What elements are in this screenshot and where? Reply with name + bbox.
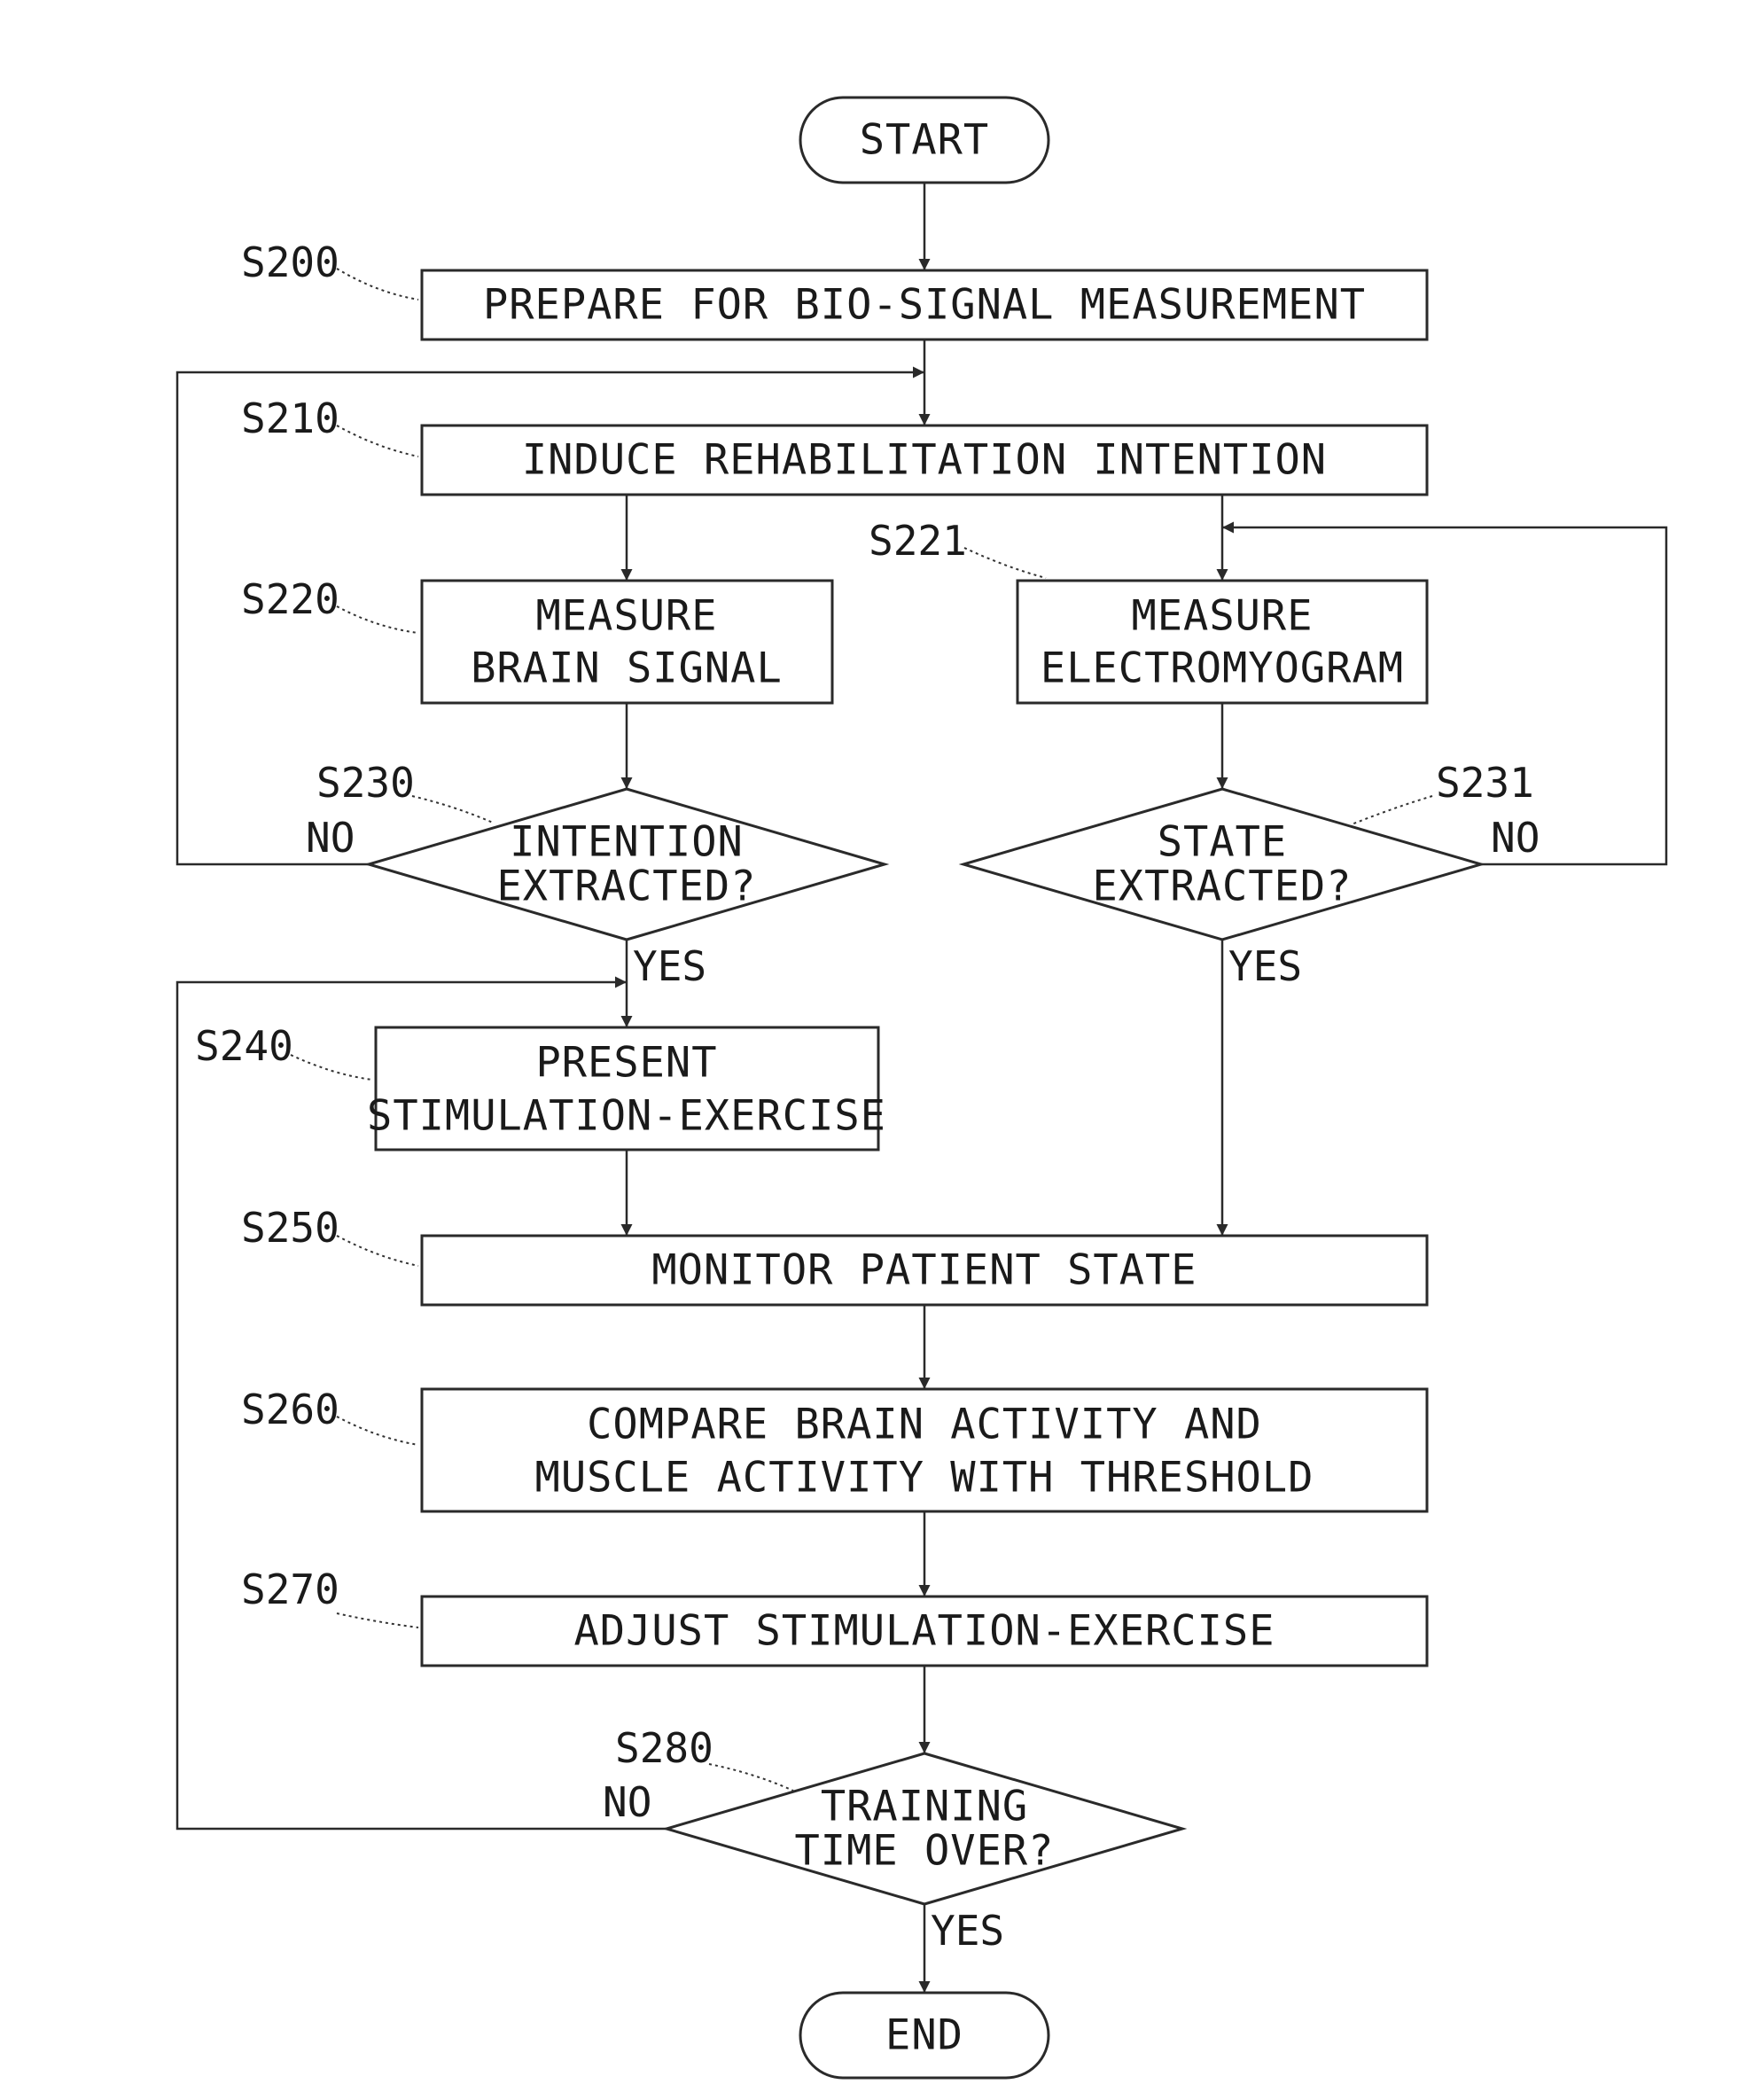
decision-s231-text-line2: EXTRACTED?: [1093, 863, 1353, 911]
step-s240-text-line2: STIMULATION-EXERCISE: [367, 1092, 886, 1141]
branch-s280-yes-label: YES: [931, 1907, 1004, 1955]
step-label-s250: S250: [241, 1204, 339, 1252]
decision-s230-text-line2: EXTRACTED?: [497, 863, 757, 911]
step-s220-text-line2: BRAIN SIGNAL: [471, 644, 783, 693]
branch-s230-no-label: NO: [306, 814, 355, 862]
decision-s231-text-line1: STATE: [1158, 818, 1287, 867]
step-label-s260: S260: [241, 1386, 339, 1433]
step-s270-text: ADJUST STIMULATION-EXERCISE: [573, 1607, 1275, 1656]
branch-s230-yes-label: YES: [633, 942, 706, 990]
step-label-s280: S280: [615, 1724, 713, 1772]
step-label-s200: S200: [241, 238, 339, 286]
step-s260-text-line1: COMPARE BRAIN ACTIVITY AND: [587, 1401, 1262, 1449]
decision-s280-text-line2: TIME OVER?: [795, 1827, 1055, 1876]
step-label-s221: S221: [869, 517, 967, 565]
step-s240-text-line1: PRESENT: [535, 1039, 717, 1088]
step-s250-text: MONITOR PATIENT STATE: [651, 1246, 1197, 1295]
leader-s280: [709, 1764, 793, 1791]
start-terminal-label: START: [860, 116, 989, 165]
leader-s230: [412, 796, 493, 823]
leader-s210: [337, 425, 418, 457]
step-label-s240: S240: [195, 1022, 293, 1070]
decision-s230-text-line1: INTENTION: [510, 818, 744, 867]
leader-s240: [291, 1055, 372, 1080]
step-label-s270: S270: [241, 1565, 339, 1613]
branch-s231-yes-label: YES: [1228, 942, 1302, 990]
step-label-s220: S220: [241, 575, 339, 623]
step-label-s231: S231: [1436, 759, 1534, 807]
leader-s200: [337, 269, 418, 300]
step-s220-text-line1: MEASURE: [535, 592, 717, 641]
leader-s260: [337, 1417, 418, 1445]
step-label-s210: S210: [241, 394, 339, 442]
step-label-s230: S230: [316, 759, 415, 807]
step-s210-text: INDUCE REHABILITATION INTENTION: [522, 436, 1327, 485]
leader-s221: [964, 548, 1046, 578]
leader-s220: [337, 606, 418, 633]
step-s200-text: PREPARE FOR BIO-SIGNAL MEASUREMENT: [483, 281, 1366, 330]
step-s221-text-line1: MEASURE: [1131, 592, 1313, 641]
leader-s231: [1352, 796, 1432, 824]
step-s260-text-line2: MUSCLE ACTIVITY WITH THRESHOLD: [535, 1454, 1314, 1503]
leader-s270: [337, 1613, 418, 1628]
decision-s280-text-line1: TRAINING: [821, 1783, 1028, 1831]
branch-s231-no-label: NO: [1491, 814, 1540, 862]
branch-s280-no-label: NO: [603, 1778, 651, 1826]
leader-s250: [337, 1236, 418, 1266]
end-terminal-label: END: [885, 2011, 963, 2060]
step-s221-text-line2: ELECTROMYOGRAM: [1041, 644, 1404, 693]
